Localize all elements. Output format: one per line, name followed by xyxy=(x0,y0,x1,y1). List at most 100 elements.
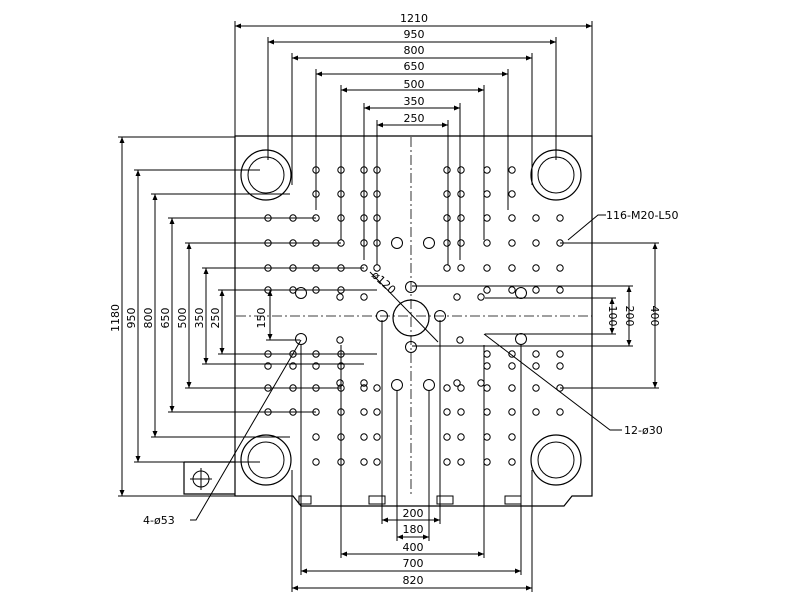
thread-hole xyxy=(556,286,564,294)
thread-hole xyxy=(457,166,465,174)
thread-hole xyxy=(443,408,451,416)
ejector-hole xyxy=(423,237,435,249)
dimension-arrow xyxy=(186,382,192,388)
dimension-arrow xyxy=(119,490,125,496)
thread-hole xyxy=(556,350,564,358)
dim-bottom-180: 180 xyxy=(403,523,424,536)
dimension-arrow xyxy=(652,382,658,388)
thread-hole xyxy=(483,190,491,198)
thread-hole xyxy=(453,379,461,387)
ejector-hole xyxy=(295,287,307,299)
dim-bottom-700: 700 xyxy=(403,557,424,570)
dim-right-100: 100 xyxy=(606,306,619,327)
thread-hole xyxy=(373,384,381,392)
dim-top-350: 350 xyxy=(404,95,425,108)
thread-hole xyxy=(443,214,451,222)
thread-hole xyxy=(483,264,491,272)
dimension-arrow xyxy=(586,23,592,29)
center-bore xyxy=(392,299,430,337)
thread-hole xyxy=(457,239,465,247)
dimension-arrow xyxy=(135,456,141,462)
dimension-arrow xyxy=(478,551,484,557)
dimension-arrow xyxy=(609,298,615,304)
tie-bar-hole xyxy=(240,434,292,486)
thread-hole xyxy=(556,408,564,416)
thread-hole xyxy=(336,336,344,344)
thread-hole xyxy=(483,214,491,222)
thread-hole xyxy=(443,384,451,392)
thread-hole xyxy=(532,286,540,294)
thread-hole xyxy=(508,408,516,416)
dim-left-250: 250 xyxy=(209,308,222,329)
thread-hole xyxy=(456,336,464,344)
dim-left-650: 650 xyxy=(159,308,172,329)
center-lines xyxy=(236,137,592,496)
dim-top-500: 500 xyxy=(404,78,425,91)
ejector-hole xyxy=(515,333,527,345)
thread-hole xyxy=(443,239,451,247)
dimension-arrow xyxy=(268,39,274,45)
thread-hole xyxy=(532,350,540,358)
dimension-arrow xyxy=(526,55,532,61)
dimension-arrow xyxy=(397,534,403,540)
thread-hole xyxy=(508,166,516,174)
thread-hole xyxy=(483,239,491,247)
thread-hole xyxy=(508,362,516,370)
thread-hole xyxy=(508,384,516,392)
thread-hole xyxy=(508,264,516,272)
dim-left-800: 800 xyxy=(142,308,155,329)
dimension-arrow xyxy=(203,358,209,364)
ejector-hole xyxy=(391,379,403,391)
dimension-arrow xyxy=(364,105,370,111)
dimension-arrow xyxy=(119,137,125,143)
thread-hole xyxy=(483,458,491,466)
dim-left-150: 150 xyxy=(255,308,268,329)
dimension-arrow xyxy=(292,55,298,61)
dimension-arrow xyxy=(377,122,383,128)
thread-hole xyxy=(443,190,451,198)
dimension-arrow xyxy=(526,585,532,591)
dimension-arrow xyxy=(423,534,429,540)
thread-hole xyxy=(556,264,564,272)
dim-left-500: 500 xyxy=(176,308,189,329)
thread-hole xyxy=(443,433,451,441)
dimension-arrow xyxy=(203,268,209,274)
thread-hole xyxy=(373,458,381,466)
thread-hole xyxy=(556,362,564,370)
dimension-arrow xyxy=(502,71,508,77)
dim-left-950: 950 xyxy=(125,308,138,329)
callout-tie-bar-holes: 4-ø53 xyxy=(143,514,175,527)
tie-bar-hole xyxy=(530,434,582,486)
dimension-arrow xyxy=(550,39,556,45)
thread-hole xyxy=(532,408,540,416)
ejector-hole xyxy=(515,287,527,299)
thread-hole xyxy=(373,433,381,441)
thread-hole xyxy=(477,379,485,387)
thread-hole xyxy=(483,433,491,441)
thread-hole xyxy=(360,433,368,441)
dimension-arrow xyxy=(316,71,322,77)
center-bore-label: ø120 xyxy=(369,269,398,297)
dimension-arrow xyxy=(135,170,141,176)
dimension-arrow xyxy=(169,218,175,224)
thread-hole xyxy=(312,433,320,441)
thread-hole xyxy=(360,458,368,466)
ejector-hole xyxy=(391,237,403,249)
thread-hole xyxy=(508,350,516,358)
dimension-arrow xyxy=(454,105,460,111)
dimension-arrow xyxy=(515,568,521,574)
thread-hole xyxy=(360,379,368,387)
thread-hole xyxy=(443,458,451,466)
dim-top-650: 650 xyxy=(404,60,425,73)
thread-hole xyxy=(457,433,465,441)
thread-hole xyxy=(508,239,516,247)
dimension-arrow xyxy=(169,406,175,412)
thread-hole xyxy=(373,408,381,416)
center-bore-leader xyxy=(369,271,439,343)
dimension-arrow xyxy=(626,286,632,292)
dimension-arrow xyxy=(434,517,440,523)
dimension-arrow xyxy=(382,517,388,523)
dimension-lines xyxy=(118,21,659,592)
thread-hole xyxy=(360,408,368,416)
